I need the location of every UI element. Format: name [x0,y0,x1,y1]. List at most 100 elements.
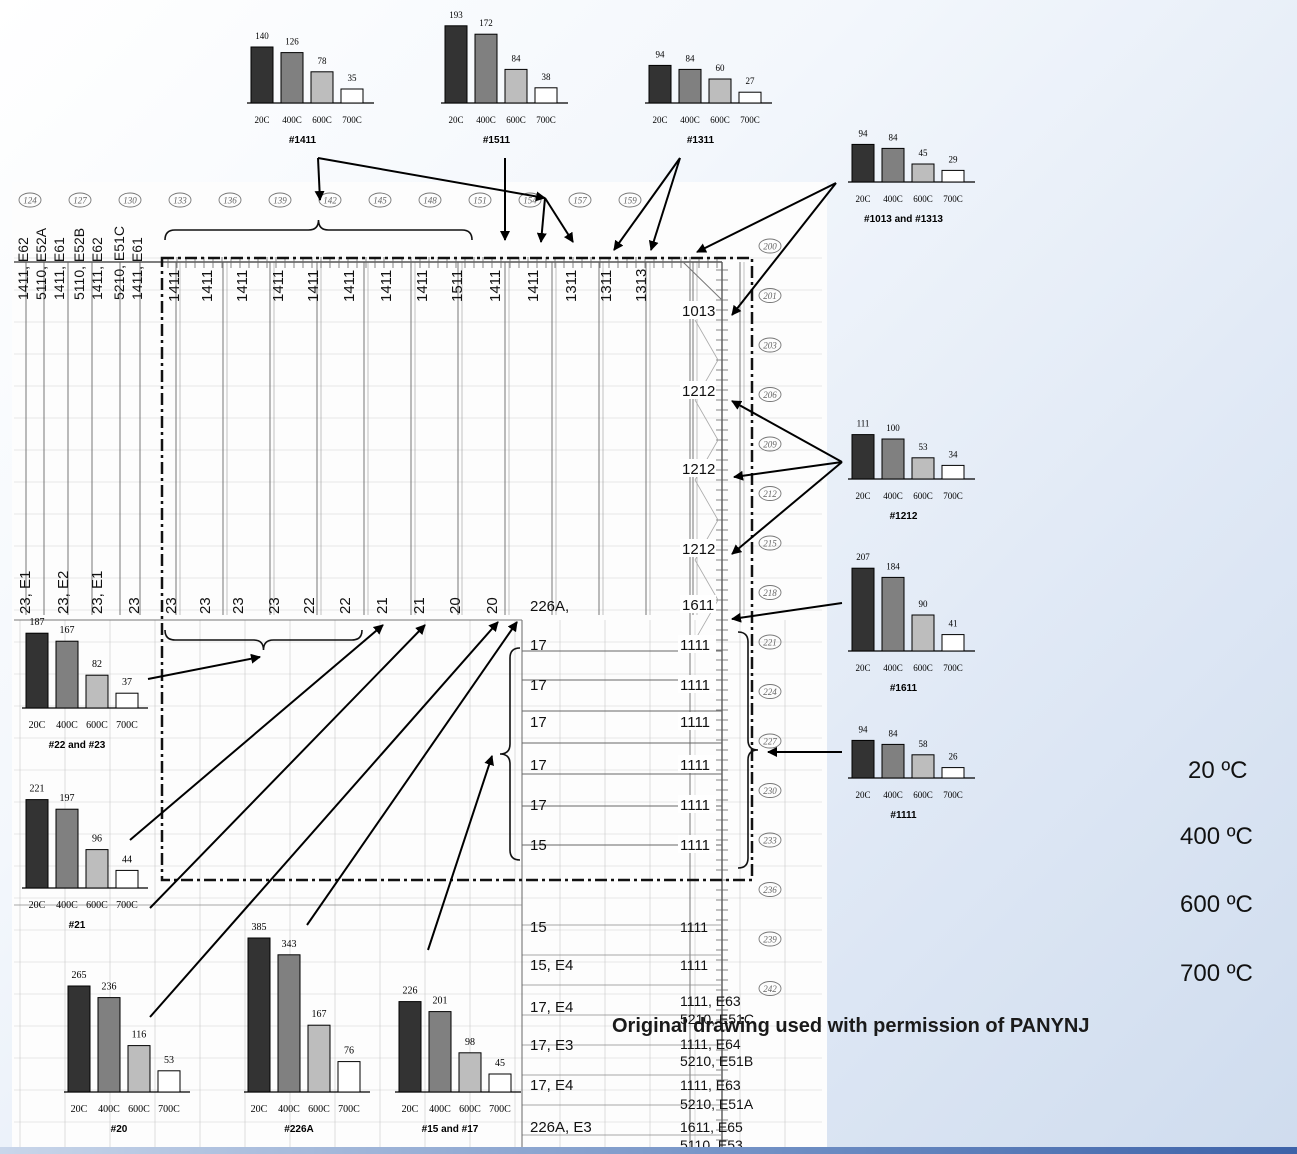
category-label: 600C [913,663,933,673]
bar-value-label: 111 [857,419,870,429]
bar [310,71,334,104]
chart-title: #1511 [483,135,511,146]
beam-label: 22 [301,597,318,614]
category-label: 400C [883,194,903,204]
beam-label: 5110, E52A [33,227,49,300]
grid-bubble [268,192,292,208]
grid-bubble-number: 139 [273,196,287,206]
bar [678,68,702,104]
beam-label: 23 [197,597,214,614]
bar [280,52,304,104]
grid-bubble-number: 218 [763,588,777,598]
grid-bubble [758,238,782,254]
pointer-arrow [149,624,426,909]
grid-bubble-number: 215 [763,539,777,549]
grid-bubble-number: 233 [763,836,777,846]
category-label: 700C [489,1104,511,1115]
lower-label-left: 17, E4 [530,999,573,1016]
bar [534,87,558,104]
grid-bubble [758,684,782,699]
bar [738,91,762,104]
bar-value-label: 44 [122,854,132,865]
lower-label-right: 1111, E64 [680,1036,741,1052]
category-label: 400C [56,900,78,911]
category-label: 600C [506,115,526,125]
bar [911,163,935,183]
grid-bubble [758,436,782,452]
bar-value-label: 34 [949,449,959,459]
category-label: 700C [943,491,963,501]
category-label: 400C [883,663,903,673]
lower-label-right: 1111 [680,919,708,935]
bar [941,464,965,480]
grid-bubble-number: 212 [763,489,777,499]
label-backing [678,835,716,853]
truss-line [694,559,719,601]
lower-label-left: 15 [530,919,547,936]
lower-label-right: 1111 [680,957,708,973]
label-backing [678,755,716,773]
bar [881,438,905,480]
category-label: 20C [251,1104,268,1115]
grid-bubble-number: 203 [763,341,777,351]
beam-label: 1411 [305,270,322,302]
drawing-paper [12,182,827,1154]
category-label: 600C [459,1104,481,1115]
bar [85,674,109,709]
grid-bubble [758,535,782,551]
bar-value-label: 84 [889,728,899,738]
beam-label: 5110, E52B [71,228,87,300]
bar-value-label: 167 [60,625,75,636]
grid-bubble [568,192,592,208]
bar-value-label: 201 [433,996,448,1007]
chart-title: #20 [111,1124,128,1135]
bar-value-label: 26 [949,752,959,762]
beam-label: 1511 [449,270,466,302]
bar-value-label: 84 [512,53,522,63]
grid-bubble-number: 157 [573,196,587,206]
label-backing [678,675,716,693]
category-label: 700C [536,115,556,125]
pointer-arrow [427,755,494,951]
category-label: 700C [740,115,760,125]
bar [474,33,498,104]
grid-bubble-number: 142 [323,196,337,206]
brace-1411 [164,219,473,241]
girder-label: 1212 [682,541,715,558]
grid-bubble-number: 236 [763,885,777,895]
bottom-strip [0,1147,1297,1154]
lower-label-right: 1611, E65 [680,1119,743,1135]
bar-value-label: 193 [449,10,463,20]
bar [115,692,139,709]
legend-label-600c: 600 ºC [1180,891,1253,918]
category-label: 700C [342,115,362,125]
bar [277,954,301,1093]
bar [97,997,121,1093]
beam-label: 23, E1 [89,571,106,614]
bar-value-label: 100 [886,423,900,433]
beam-label: 1313 [633,269,650,302]
bar [25,632,49,709]
grid-bubble-number: 221 [763,638,777,648]
row-label-right: 1111 [680,837,710,854]
bar [67,985,91,1093]
beam-label: 23 [163,597,180,614]
category-label: 20C [71,1104,88,1115]
grid-bubble [218,192,242,208]
grid-bubble-number: 130 [123,196,137,206]
legend-label-700c: 700 ºC [1180,960,1253,987]
bar [340,88,364,104]
lower-label-right: 5210, E51A [680,1096,754,1112]
grid-bubble-number: 227 [763,737,777,747]
pointer-arrow [306,621,518,926]
bar-value-label: 187 [30,617,45,628]
brace-22-23 [164,629,363,651]
chart-title: #21 [69,920,86,931]
beam-label: 1411, E62 [89,237,105,300]
bar-value-label: 53 [919,442,929,452]
